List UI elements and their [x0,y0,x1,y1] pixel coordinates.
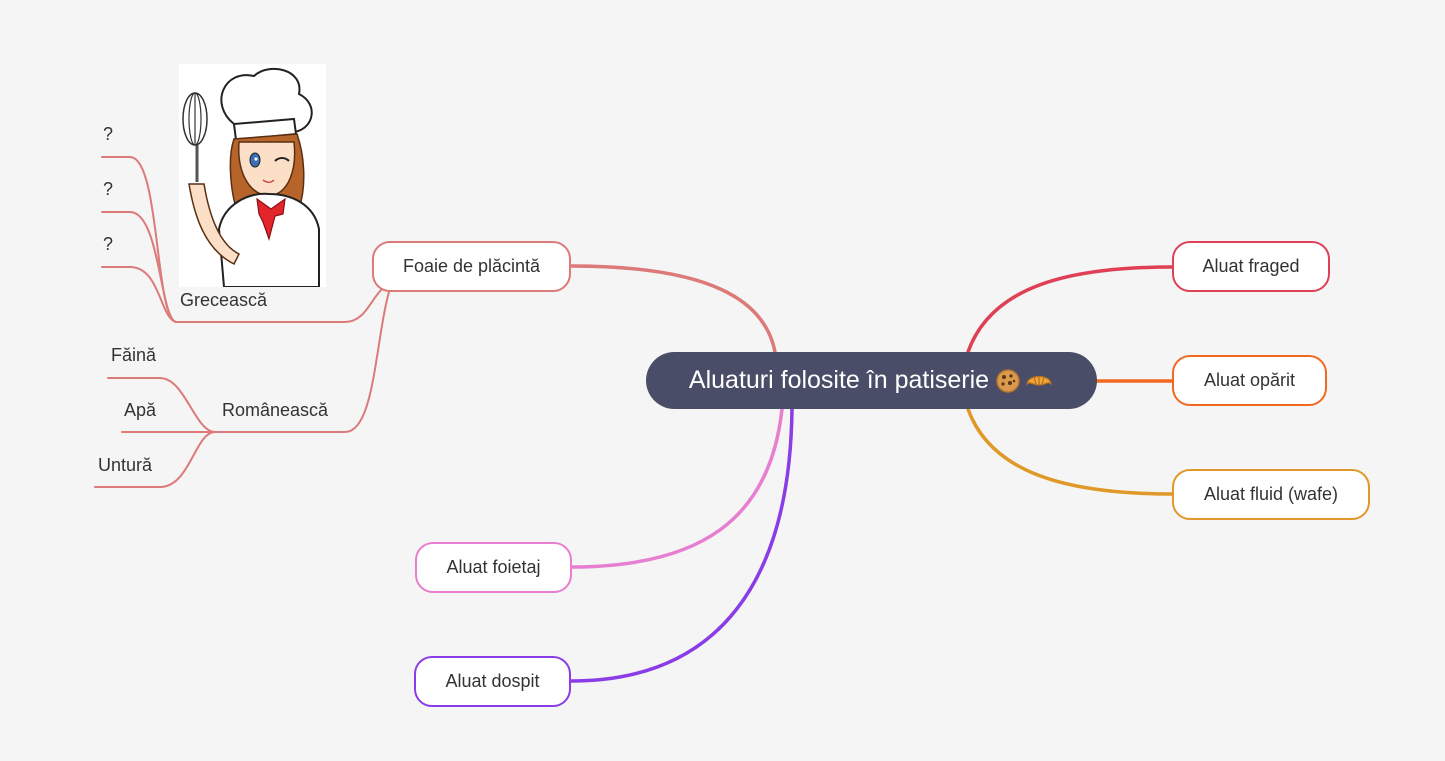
central-title: Aluaturi folosite în patiserie [688,366,990,394]
connector-q2 [101,211,177,323]
leaf-untura[interactable]: Untură [98,455,153,475]
connector-foaie [569,264,777,354]
connector-faina [107,377,216,433]
leaf-question-3[interactable]: ? [103,234,114,254]
node-aluat-fraged[interactable]: Aluat fraged [1172,241,1330,292]
cookie-icon [996,368,1020,393]
connector-romaneasca [214,287,391,433]
node-aluat-fluid[interactable]: Aluat fluid (wafe) [1172,469,1370,520]
node-foaie-de-placinta[interactable]: Foaie de plăcintă [372,241,571,292]
central-topic[interactable]: Aluaturi folosite în patiserie [646,352,1097,409]
connector-fraged [966,265,1174,354]
leaf-question-1[interactable]: ? [103,124,114,144]
chef-image [179,64,326,288]
croissant-icon [1026,375,1052,386]
connector-dospit [569,407,794,683]
connector-untura [94,431,216,488]
subtopic-romaneasca[interactable]: Românească [222,400,329,420]
connector-fluid [966,407,1174,496]
subtopic-greceasca[interactable]: Grecească [180,290,268,310]
connector-q3 [101,266,177,323]
leaf-apa[interactable]: Apă [124,400,157,420]
node-aluat-dospit[interactable]: Aluat dospit [414,656,571,707]
node-aluat-oparit[interactable]: Aluat opărit [1172,355,1327,406]
leaf-faina[interactable]: Făină [111,345,157,365]
connector-greceasca [175,287,384,323]
chef-girl-illustration [182,67,320,288]
leaf-question-2[interactable]: ? [103,179,114,199]
connector-foietaj [569,407,784,569]
node-aluat-foietaj[interactable]: Aluat foietaj [415,542,572,593]
